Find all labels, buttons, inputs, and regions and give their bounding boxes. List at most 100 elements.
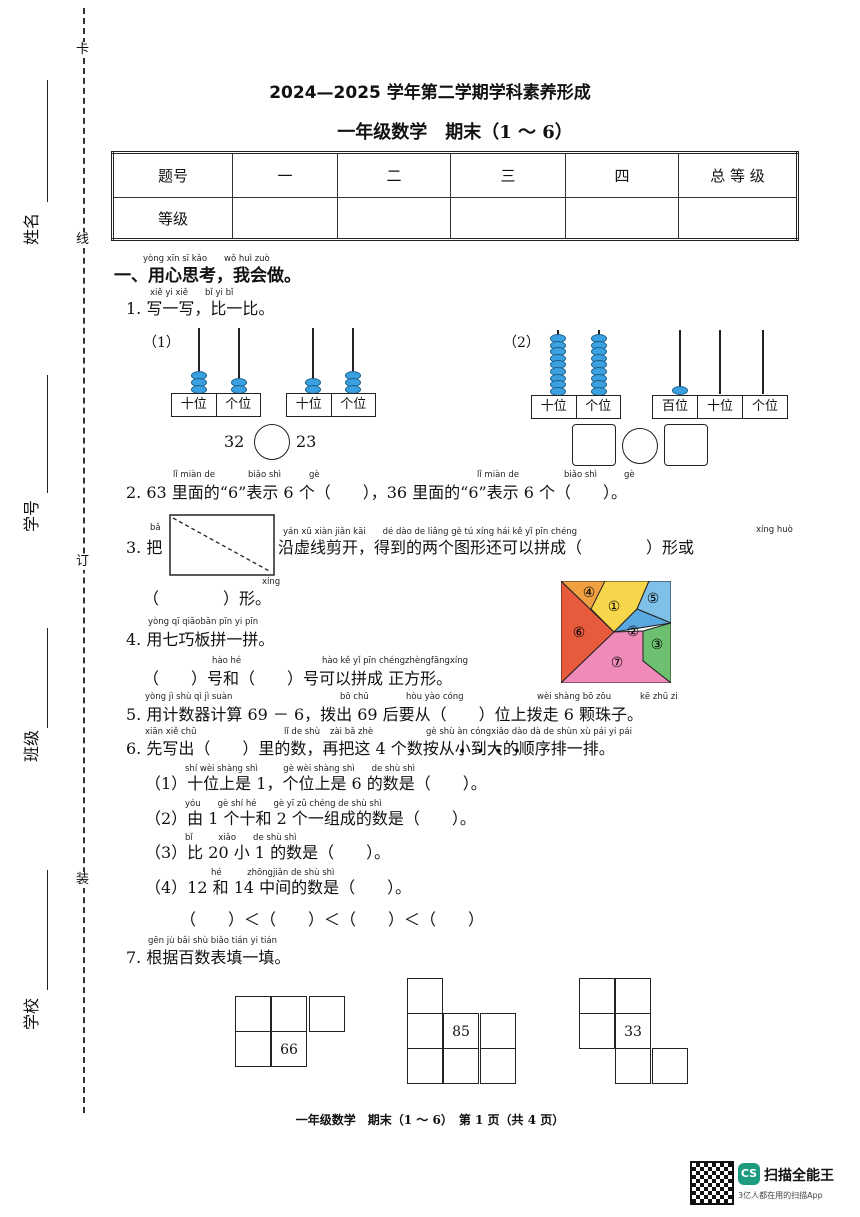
grade-cell[interactable]	[232, 197, 338, 240]
pinyin: lǐ miàn de	[173, 470, 215, 480]
pinyin: hào kě yǐ pīn chéngzhèngfāngxíng	[322, 656, 469, 666]
grid-cell: 33	[615, 1013, 651, 1049]
compare-left: 32	[224, 432, 245, 451]
pinyin: biǎo shì	[564, 470, 598, 480]
pinyin: gè shù àn cóngxiǎo dào dà de shùn xù pái…	[426, 727, 632, 737]
cut-char: 卡	[76, 42, 90, 58]
place-value-labels: 百位 十位 个位	[652, 395, 788, 419]
pinyin: bō chū	[340, 692, 369, 702]
score-header-cell: 题号	[112, 152, 233, 198]
pinyin: gè	[309, 470, 320, 480]
cut-char: 装	[76, 872, 90, 888]
grid-cell[interactable]	[579, 978, 615, 1014]
cut-char: 线	[76, 232, 90, 248]
pinyin: shí wèi shàng shì gè wèi shàng shì de sh…	[185, 764, 415, 774]
abacus-rod	[238, 328, 240, 392]
answer-box[interactable]	[664, 424, 708, 466]
pinyin: kē zhū zi	[640, 692, 678, 702]
grid-cell[interactable]	[615, 1048, 651, 1084]
grid-cell[interactable]	[407, 1013, 443, 1049]
class-blank[interactable]	[47, 628, 48, 728]
pinyin: xíng	[262, 577, 281, 587]
pinyin: hé zhōngjiān de shù shì	[211, 868, 335, 878]
pinyin: xiān xiě chū	[145, 727, 197, 737]
piece-label: ⑤	[647, 591, 660, 607]
grid-cell[interactable]	[235, 996, 271, 1032]
question-6-item: （2）由 1 个十和 2 个一组成的数是（ ）。	[145, 809, 476, 828]
grid-cell[interactable]	[480, 1048, 516, 1084]
pinyin: yòng qī qiǎobǎn pīn yi pīn	[148, 617, 259, 627]
grid-cell[interactable]	[480, 1013, 516, 1049]
part-label: （1）	[143, 335, 180, 351]
tens-label: 十位	[180, 397, 207, 412]
school-blank[interactable]	[47, 870, 48, 990]
grid-cell[interactable]	[615, 978, 651, 1014]
score-header-cell: 一	[232, 152, 338, 198]
class-label: 班级	[22, 729, 41, 762]
tangram: ④ ① ⑤ ⑥ ② ③ ⑦	[561, 581, 671, 683]
question-2: 2. 63 里面的“6”表示 6 个（ ），36 里面的“6”表示 6 个（ ）…	[126, 483, 628, 502]
pinyin: yóu gè shí hé gè yī zǔ chéng de shù shì	[185, 799, 382, 809]
emphasis-dots: ••••	[458, 744, 532, 760]
pinyin: yòng jì shù qì jì suàn	[145, 692, 233, 702]
grid-cell[interactable]	[443, 1048, 479, 1084]
grid-cell[interactable]	[235, 1031, 271, 1067]
piece-label: ①	[608, 599, 621, 615]
hundreds-label: 百位	[661, 399, 688, 414]
ones-label: 个位	[330, 394, 376, 416]
question-6-item: （4）12 和 14 中间的数是（ ）。	[145, 878, 412, 897]
place-value-labels: 十位 个位	[286, 393, 376, 417]
cut-char: 订	[76, 554, 90, 570]
place-value-labels: 十位 个位	[171, 393, 261, 417]
pinyin: yán xū xiàn jiǎn kāi dé dào de liǎng gè …	[283, 527, 578, 537]
grade-cell[interactable]	[337, 197, 451, 240]
grade-cell[interactable]	[565, 197, 679, 240]
answer-box[interactable]	[572, 424, 616, 466]
pinyin: xíng huò	[756, 525, 793, 535]
student-id-label: 学号	[22, 499, 41, 532]
order-line: （ ）＜（ ）＜（ ）＜（ ）	[180, 910, 485, 929]
name-blank[interactable]	[47, 80, 48, 202]
pinyin: lǐ miàn de	[477, 470, 519, 480]
pinyin: biǎo shì	[248, 470, 282, 480]
student-id-blank[interactable]	[47, 375, 48, 493]
grid-cell[interactable]	[579, 1013, 615, 1049]
grid-cell[interactable]	[652, 1048, 688, 1084]
rectangle-figure	[169, 514, 275, 576]
abacus-rod	[352, 328, 354, 392]
piece-label: ⑥	[573, 625, 586, 641]
question-3: 沿虚线剪开，得到的两个图形还可以拼成（ ）形或	[278, 538, 695, 557]
grade-cell[interactable]	[678, 197, 798, 240]
compare-circle[interactable]	[622, 428, 658, 464]
pinyin: yòng xīn sī kǎo wǒ huì zuò	[143, 254, 270, 264]
abacus-rod	[679, 330, 681, 394]
question-3-cont: （ ）形。	[143, 589, 272, 608]
pinyin: bǎ	[150, 523, 161, 533]
school-label: 学校	[22, 997, 41, 1030]
part-label: （2）	[503, 335, 540, 351]
grid-cell[interactable]	[309, 996, 345, 1032]
pinyin: gēn jù bǎi shù biǎo tián yi tián	[148, 936, 277, 946]
app-badge-icon: CS	[738, 1163, 760, 1185]
grid-cell: 66	[271, 1031, 307, 1067]
grid-cell[interactable]	[271, 996, 307, 1032]
pinyin: gè	[624, 470, 635, 480]
ones-label: 个位	[215, 394, 261, 416]
exam-title: 2024—2025 学年第二学期学科素养形成	[269, 83, 591, 103]
compare-circle[interactable]	[254, 424, 290, 460]
grade-cell[interactable]	[450, 197, 566, 240]
ones-label: 个位	[742, 396, 787, 418]
compare-right: 23	[296, 432, 317, 451]
app-tagline: 3亿人都在用的扫描App	[738, 1191, 823, 1200]
section-title: 一、用心思考，我会做。	[114, 266, 301, 286]
grid-cell[interactable]	[407, 1048, 443, 1084]
score-header-cell: 四	[565, 152, 679, 198]
ones-label: 个位	[575, 396, 621, 418]
exam-subtitle: 一年级数学 期末（1 ～ 6）	[337, 122, 573, 143]
grid-cell[interactable]	[407, 978, 443, 1014]
pinyin: bǐ xiǎo de shù shì	[185, 833, 297, 843]
question-7: 7. 根据百数表填一填。	[126, 948, 291, 967]
question-4: 4. 用七巧板拼一拼。	[126, 630, 275, 649]
grade-label-cell: 等级	[112, 197, 233, 240]
grid-cell: 85	[443, 1013, 479, 1049]
